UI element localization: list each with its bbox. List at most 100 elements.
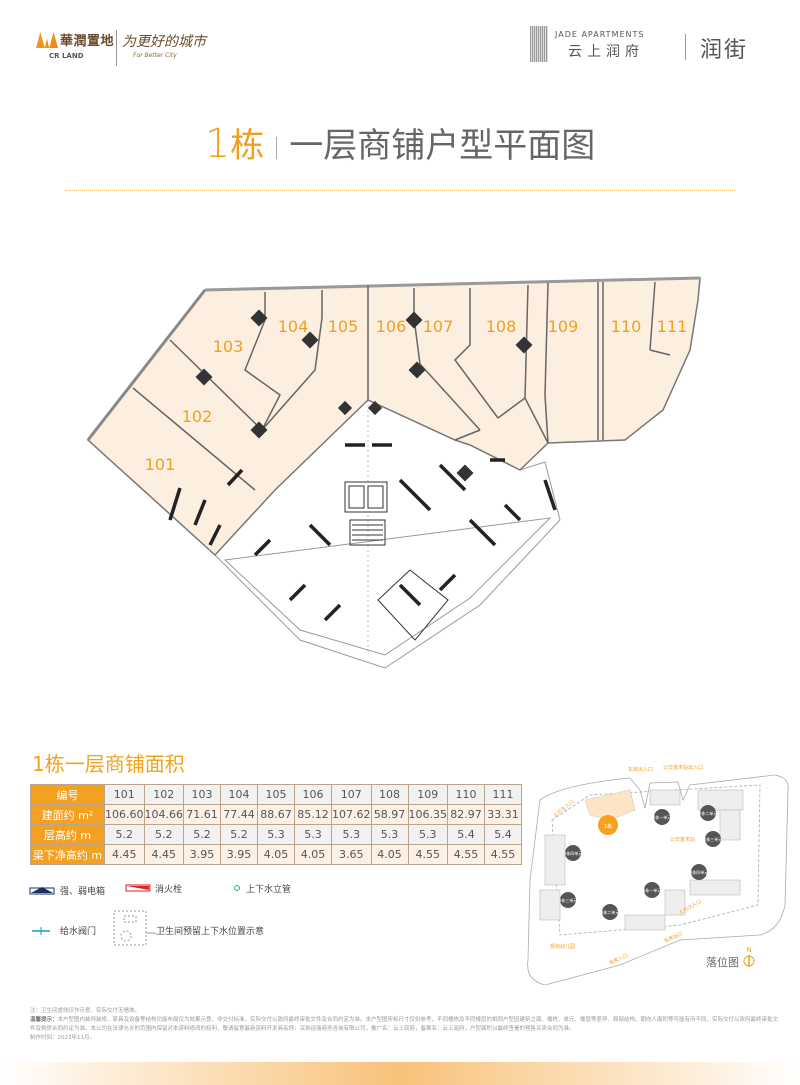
brand-cn: 華潤置地 [60,34,115,49]
building-label: 3栋四单元 [564,850,583,856]
page-title: 1栋一层商铺户型平面图 [0,118,800,167]
electric-box-icon [29,887,55,895]
footer-tip-label: 温馨提示： [30,1017,58,1023]
cell: 107 [331,784,372,805]
cell: 5.3 [257,824,295,845]
water-pipe-icon [234,885,240,891]
unit-label-110: 110 [611,317,642,336]
cell: 4.05 [257,844,295,865]
site-outline [527,774,789,985]
unit-label-107: 107 [423,317,454,336]
cell: 4.55 [407,844,448,865]
title-text: 一层商铺户型平面图 [289,126,596,166]
cell: 71.61 [183,804,221,825]
brand-en: CR LAND [49,52,84,60]
core-walls [168,443,557,622]
project-logo: JADE APARTMENTS 云上润府 润街 [530,26,775,66]
cell: 4.55 [447,844,485,865]
unit-label-108: 108 [486,317,517,336]
sub-brand: 润街 [700,38,749,63]
cell: 33.31 [484,804,522,825]
cell: 104 [220,784,258,805]
floor-plan: 101 102 103 104 105 106 107 108 109 110 … [86,276,701,669]
site-label: 公交首末站出入口 [663,764,703,771]
building-label: 2栋四单元 [690,869,709,875]
unit-label-102: 102 [182,407,213,426]
site-label: 规划幼儿园 [550,943,575,950]
building-unit: 栋 [230,126,265,166]
cr-land-logo: 華潤置地 CR LAND 为更好的城市 For Better City [36,28,236,68]
site-label: 公交首末站 [670,836,695,843]
building-label: 3栋一单元 [643,887,662,893]
building-markers: 2栋一单元 2栋二单元 2栋三单元 2栋四单元 3栋四单元 3栋三单元 3栋一单… [559,805,723,920]
dotted-divider [65,190,735,191]
cell: 105 [257,784,295,805]
cell: 5.3 [294,824,332,845]
disclaimer: 注：卫生间虚线仅作示意，实际交付无墙体。 温馨提示：本户型图内装饰装修、家具及设… [30,1007,780,1043]
project-name-cn: 云上润府 [568,44,644,60]
slogan: 为更好的城市 [122,34,206,50]
legend: 强、弱电箱 消火栓 上下水立管 给水阀门 卫生间预留上下水位置示意 [29,883,291,946]
cell: 101 [104,784,145,805]
cell: 106.35 [407,804,448,825]
building-label: 3栋三单元 [559,897,578,903]
title-divider [276,136,278,159]
row-header: 编号 [30,784,105,805]
unit-label-101: 101 [145,455,176,474]
cell: 5.2 [183,824,221,845]
cell: 102 [143,784,184,805]
unit-label-111: 111 [657,317,688,336]
cell: 77.44 [220,804,258,825]
building-number: 1 [204,121,231,167]
cell: 107.62 [331,804,372,825]
footer-tip: 本户型图内装饰装修、家具及设备等结构功能布局仅为效果示意，非交付标准，实际交付以… [30,1017,779,1032]
cell: 5.3 [331,824,372,845]
cell: 5.2 [104,824,145,845]
unit-label-104: 104 [278,317,309,336]
divider [116,30,117,66]
site-location-map: 1栋 2栋一单元 2栋二单元 2栋三单元 2栋四单元 3栋四单元 3栋三单元 3… [527,764,789,985]
unit-label-106: 106 [376,317,407,336]
building-label: 3栋二单元 [601,909,620,915]
cell: 58.97 [370,804,409,825]
row-header: 梁下净高约 m [30,844,105,865]
legend-toilet-reserve: 卫生间预留上下水位置示意 [156,925,264,937]
building-label: 2栋二单元 [699,810,718,816]
cell: 106 [294,784,332,805]
cell: 3.95 [183,844,221,865]
fire-hydrant-icon [125,884,151,892]
legend-water-pipe: 上下水立管 [246,883,291,895]
unit-label-105: 105 [328,317,359,336]
building-1-footprint [584,789,636,821]
site-label: 车库入口 [608,952,629,967]
cell: 5.2 [143,824,184,845]
building-label: 2栋三单元 [704,836,723,842]
unit-label-103: 103 [213,337,244,356]
cell: 82.97 [447,804,485,825]
unit-labels: 101 102 103 104 105 106 107 108 109 110 … [145,317,688,474]
bottom-gradient-bar [0,1062,800,1085]
cell: 85.12 [294,804,332,825]
legend-electric-box: 强、弱电箱 [60,885,105,897]
cell: 110 [447,784,485,805]
columns [195,309,533,482]
cell: 4.45 [143,844,184,865]
cell: 5.4 [447,824,485,845]
area-table-title: 1栋一层商铺面积 [32,752,185,776]
cell: 106.60 [104,804,145,825]
unit-partitions [86,276,701,491]
cell: 88.67 [257,804,295,825]
cell: 103 [183,784,221,805]
cell: 5.4 [484,824,522,845]
legend-fire-hydrant: 消火栓 [155,883,182,895]
site-map-title: 落位图 [706,955,739,969]
cell: 111 [484,784,522,805]
slogan-en: For Better City [133,52,177,59]
building-footprints [539,789,744,931]
row-header: 建面约 m² [30,804,105,825]
cell: 5.3 [370,824,409,845]
